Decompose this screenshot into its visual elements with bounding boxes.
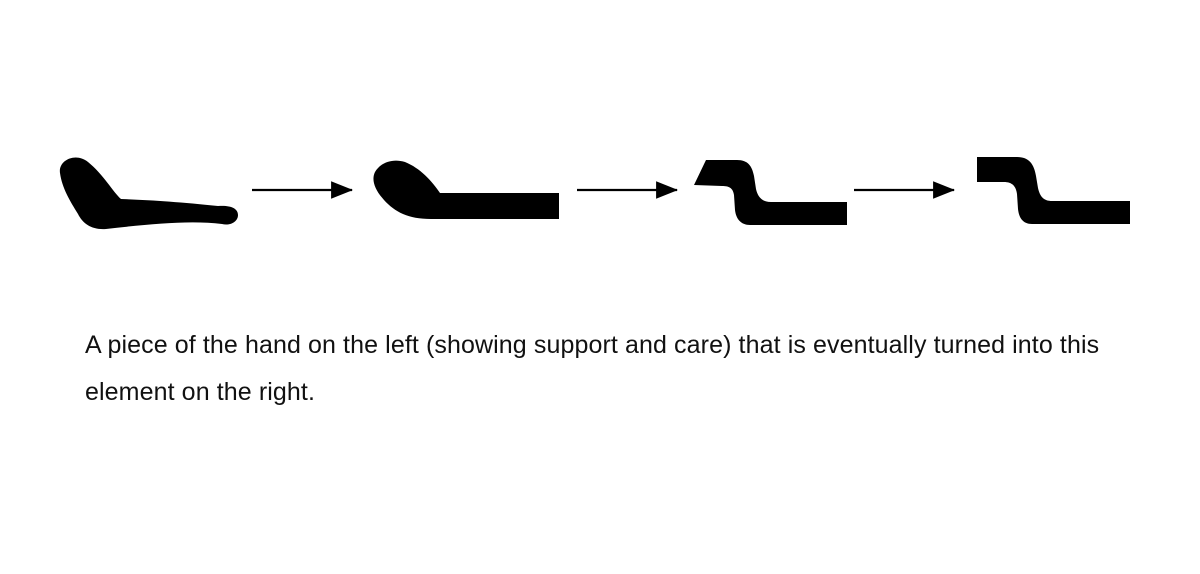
stepped-fragment-icon (694, 160, 847, 225)
final-element-icon (977, 157, 1130, 224)
hand-fragment-icon (59, 157, 238, 230)
simplified-fragment-icon (373, 160, 559, 219)
caption-text: A piece of the hand on the left (showing… (85, 331, 1100, 406)
